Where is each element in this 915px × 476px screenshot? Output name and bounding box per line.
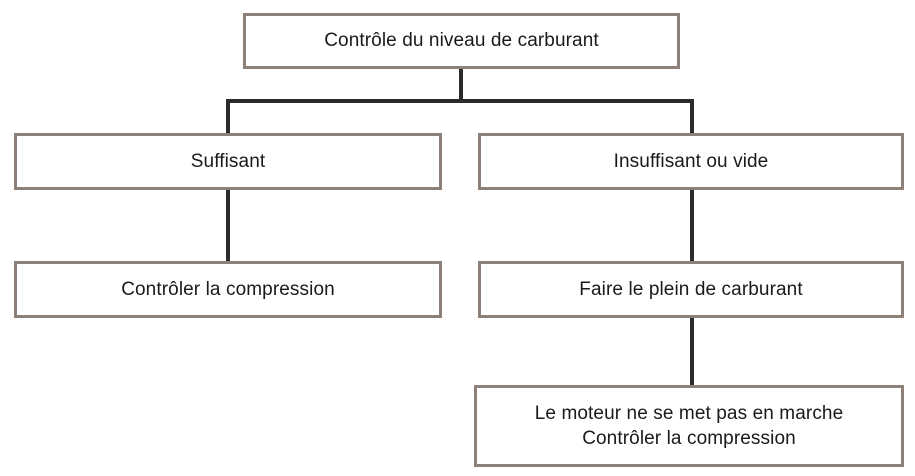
node-label: Insuffisant ou vide: [613, 150, 769, 172]
connector-to-suffisant: [226, 99, 230, 135]
connector-split-bar: [226, 99, 694, 103]
node-suffisant[interactable]: Suffisant: [14, 133, 442, 190]
node-controle-niveau-carburant[interactable]: Contrôle du niveau de carburant: [243, 13, 680, 69]
node-insuffisant-ou-vide[interactable]: Insuffisant ou vide: [478, 133, 904, 190]
connector-root-stem: [459, 68, 463, 103]
node-label: Faire le plein de carburant: [579, 278, 803, 300]
node-label-line-1: Le moteur ne se met pas en marche: [534, 402, 844, 424]
connector-to-insuffisant: [690, 99, 694, 135]
node-label-line-2: Contrôler la compression: [582, 428, 796, 449]
node-moteur-ne-se-met-pas-en-marche[interactable]: Le moteur ne se met pas en marche Contrô…: [474, 385, 904, 467]
node-label: Suffisant: [190, 150, 266, 172]
connector-insuffisant-to-plein: [690, 189, 694, 263]
node-label: Contrôler la compression: [121, 278, 335, 300]
connector-suffisant-to-compression: [226, 189, 230, 263]
node-label: Contrôle du niveau de carburant: [324, 30, 599, 52]
node-controler-la-compression[interactable]: Contrôler la compression: [14, 261, 442, 318]
connector-plein-to-moteur: [690, 317, 694, 387]
node-faire-le-plein-de-carburant[interactable]: Faire le plein de carburant: [478, 261, 904, 318]
